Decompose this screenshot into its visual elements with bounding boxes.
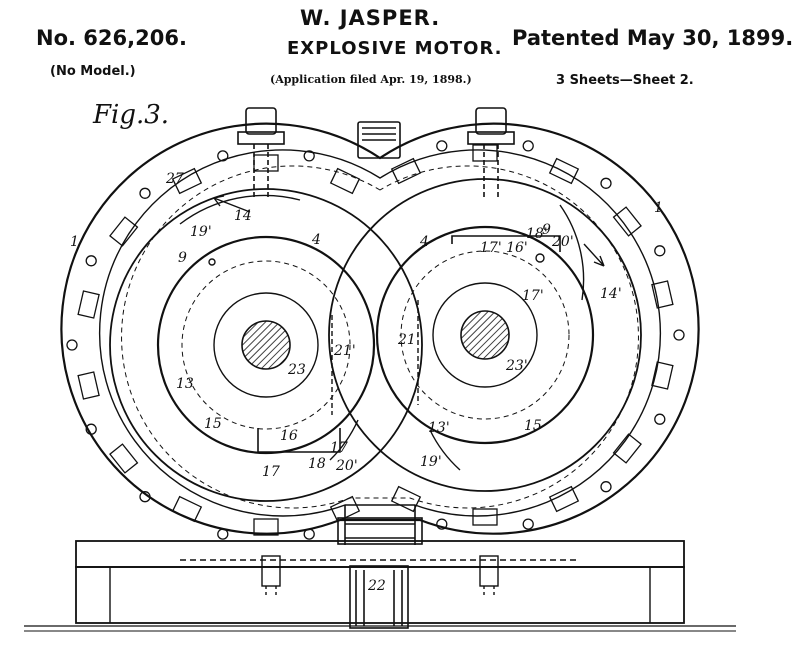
- figure-label: Fig.3.: [93, 100, 170, 130]
- bolt-hole: [436, 140, 448, 152]
- motor-drawing: 1 1 27 14 19' 9 4 21' 13 15 23 16 17 17 …: [24, 107, 736, 632]
- patented-date: Patented May 30, 1899.: [512, 26, 793, 50]
- numeral-9-left: 9: [178, 250, 187, 266]
- casing-port: [390, 157, 422, 185]
- rotation-arrow-left: [213, 195, 251, 213]
- left-hub: [241, 320, 291, 370]
- top-stud-left: [237, 107, 285, 200]
- right-hub: [460, 310, 510, 360]
- numeral-4-left: 4: [311, 232, 321, 248]
- casing-port: [253, 154, 279, 172]
- casing-port: [253, 518, 279, 536]
- numeral-15-right: 15: [524, 418, 542, 434]
- numeral-19-right: 19': [420, 454, 442, 470]
- top-stud-center: [357, 121, 401, 159]
- casing-port: [390, 485, 422, 513]
- top-stud-right: [467, 107, 515, 200]
- bolt-hole: [85, 423, 97, 435]
- rotation-arrow-right: [583, 243, 605, 267]
- numeral-18-left: 18: [308, 456, 326, 472]
- application-date: (Application filed Apr. 19, 1898.): [270, 73, 472, 86]
- numeral-23-right: 23': [505, 358, 528, 374]
- casing-port: [109, 443, 139, 474]
- casing-port: [472, 508, 498, 526]
- numeral-4-right: 4: [419, 234, 429, 250]
- bolt-hole: [654, 413, 666, 425]
- casing-details: [66, 140, 685, 540]
- casing-port: [472, 144, 498, 162]
- bolt-hole: [600, 177, 612, 189]
- reference-numerals: 1 1 27 14 19' 9 4 21' 13 15 23 16 17 17 …: [70, 171, 663, 594]
- casing-port: [612, 433, 642, 464]
- bolt-hole: [217, 528, 229, 540]
- bolt-hole: [139, 491, 151, 503]
- patent-title: EXPLOSIVE MOTOR.: [287, 38, 503, 59]
- casing-port: [77, 371, 100, 400]
- numeral-23-left: 23: [287, 362, 306, 378]
- numeral-20-right: 20': [551, 234, 574, 250]
- bottom-stud-right: [479, 555, 499, 598]
- numeral-16-left: 16: [280, 428, 298, 444]
- numeral-17-left-b: 17: [262, 464, 280, 480]
- port-block: [337, 517, 423, 545]
- casing-port: [329, 167, 361, 195]
- numeral-17-left-a: 17: [330, 440, 348, 456]
- bolt-hole: [600, 481, 612, 493]
- numeral-13-left: 13: [176, 376, 194, 392]
- motor-casing: [60, 122, 700, 535]
- numeral-18-right: 18': [526, 226, 548, 242]
- bolt-hole: [522, 140, 534, 152]
- numeral-22: 22: [367, 578, 386, 594]
- casing-port: [651, 361, 674, 390]
- numeral-17-16-right: 17' 16': [480, 240, 528, 256]
- numeral-casing-right: 1: [654, 200, 663, 216]
- bolt-hole: [522, 518, 534, 530]
- right-cylinder: [328, 178, 642, 492]
- casing-port: [77, 290, 100, 319]
- numeral-13-right: 13': [428, 420, 450, 436]
- casing-dashed-ring: [121, 165, 639, 509]
- casing-port: [548, 485, 580, 513]
- numeral-19-left: 19': [190, 224, 212, 240]
- inventor-name: W. JASPER.: [300, 6, 441, 30]
- left-cylinder: [109, 188, 423, 502]
- bolt-hole: [303, 150, 315, 162]
- numeral-casing-left: 1: [70, 234, 79, 250]
- shaft-22: [349, 565, 409, 629]
- numeral-17-right: 17': [522, 288, 544, 304]
- bolt-hole: [436, 518, 448, 530]
- bolt-hole: [303, 528, 315, 540]
- casing-inner-ring: [98, 149, 662, 517]
- numeral-21-right: 21': [397, 332, 420, 348]
- numeral-20-left: 20': [335, 458, 358, 474]
- numeral-27: 27: [165, 171, 184, 187]
- bottom-stud-left: [261, 555, 281, 598]
- numeral-21-left: 21': [333, 343, 356, 359]
- bolt-hole: [673, 329, 685, 341]
- bolt-hole: [654, 245, 666, 257]
- numeral-14: 14: [234, 208, 252, 224]
- casing-port: [612, 206, 642, 237]
- casing-port: [329, 495, 361, 523]
- bolt-hole: [66, 339, 78, 351]
- casing-port: [548, 157, 580, 185]
- patent-number: No. 626,206.: [36, 26, 187, 50]
- bolt-hole: [139, 187, 151, 199]
- casing-port: [651, 280, 674, 309]
- casing-port: [171, 167, 203, 195]
- casing-port: [109, 216, 139, 247]
- bolt-hole: [217, 150, 229, 162]
- sheet-number: 3 Sheets—Sheet 2.: [556, 73, 694, 88]
- numeral-15-left: 15: [204, 416, 222, 432]
- casing-port: [171, 495, 203, 523]
- model-note: (No Model.): [50, 64, 136, 79]
- base-plate: [24, 540, 736, 632]
- numeral-14-right: 14': [600, 286, 622, 302]
- numeral-9-right: 9: [542, 222, 551, 238]
- bolt-hole: [85, 255, 97, 267]
